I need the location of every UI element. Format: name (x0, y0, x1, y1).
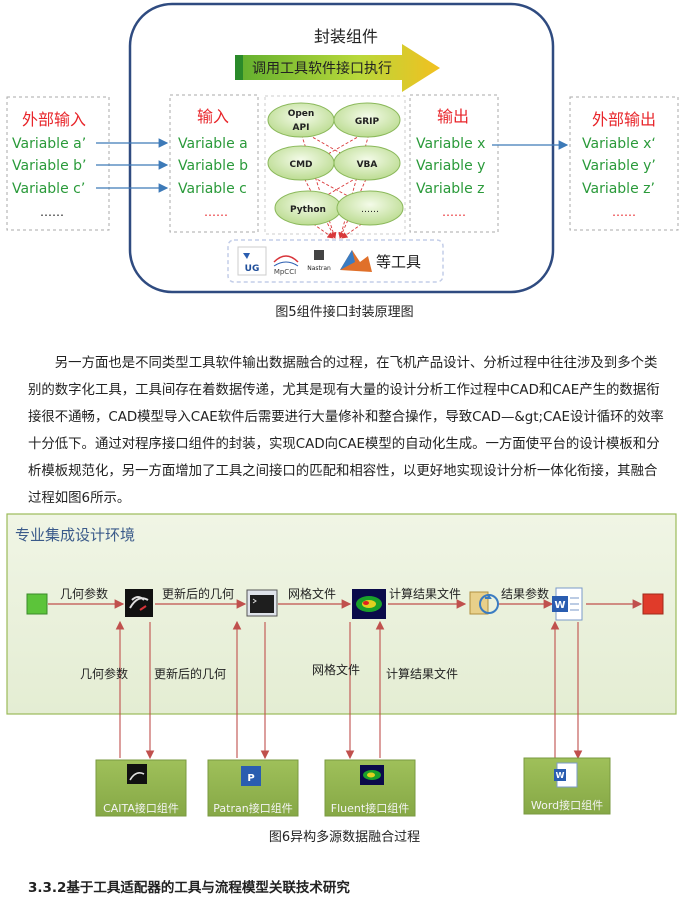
word-component: W Word接口组件 (523, 757, 611, 815)
svg-text:P: P (247, 773, 254, 784)
tools-etc-label: 等工具 (376, 253, 421, 271)
ext-output-var-y: Variable y’ (582, 158, 656, 174)
external-output-box (569, 96, 679, 231)
ext-input-var-c: Variable c’ (12, 181, 85, 197)
flow-label-result-file: 计算结果文件 (389, 586, 461, 601)
figure6-caption: 图6异构多源数据融合过程 (268, 830, 421, 845)
converter-icon (469, 591, 499, 615)
ext-input-var-b: Variable b’ (12, 158, 86, 174)
flow-label-mesh-file: 网格文件 (288, 586, 336, 601)
oval-grip (333, 102, 401, 138)
word-doc-icon: W (552, 587, 583, 621)
env-title: 专业集成设计环境 (15, 526, 135, 544)
output-ellipsis: …… (442, 205, 466, 219)
mpcci-label: MpCCI (274, 268, 296, 276)
oval-vba-label: VBA (357, 160, 378, 170)
ext-input-var-a: Variable a’ (12, 136, 86, 152)
input-var-c: Variable c (178, 181, 247, 197)
external-input-box (6, 96, 110, 231)
input-ellipsis: …… (204, 205, 228, 219)
input-box (169, 94, 259, 233)
input-title: 输入 (197, 107, 229, 126)
catia-component: CAITA接口组件 (95, 759, 187, 817)
input-var-b: Variable b (178, 158, 248, 174)
flow-label-geometry-params: 几何参数 (60, 586, 108, 601)
external-output-title: 外部输出 (592, 110, 656, 129)
catia-icon (125, 589, 153, 617)
output-box (409, 94, 499, 233)
flow-label-updated-geometry: 更新后的几何 (162, 586, 234, 601)
oval-vba (333, 145, 401, 181)
nastran-icon: Nastran (306, 247, 332, 275)
end-node (642, 593, 664, 615)
call-interface-arrow (235, 44, 440, 92)
output-title: 输出 (437, 107, 469, 126)
catia-component-label: CAITA接口组件 (103, 801, 179, 815)
ug-icon: UG (237, 246, 267, 276)
figure5-diagram: 封装组件 调用工具软件接口执行 外部输入 输入 输出 外部输出 Variable… (6, 2, 679, 294)
vlabel-geometry-params: 几何参数 (80, 666, 128, 681)
patran-component-label: Patran接口组件 (213, 801, 292, 815)
fluent-component: Fluent接口组件 (324, 759, 416, 817)
oval-cmd-label: CMD (289, 160, 312, 170)
ext-input-ellipsis: …… (40, 205, 64, 219)
container-title: 封装组件 (314, 27, 378, 46)
figure5-caption: 图5组件接口封装原理图 (275, 305, 414, 320)
vlabel-updated-geometry: 更新后的几何 (154, 666, 226, 681)
patran-terminal-icon (246, 589, 278, 617)
ext-output-var-x: Variable x‘ (582, 136, 656, 152)
oval-more (336, 190, 404, 226)
word-component-label: Word接口组件 (531, 798, 603, 812)
figure6-diagram: 专业集成设计环境 几何参数 更新后的几何 网格文件 计算结果文件 结果参数 (6, 513, 677, 817)
output-var-y: Variable y (416, 158, 485, 174)
start-node (26, 593, 48, 615)
patran-component: P Patran接口组件 (207, 759, 299, 817)
section-heading: 3.3.2基于工具适配器的工具与流程模型关联技术研究 (28, 880, 350, 896)
oval-python-label: Python (290, 205, 326, 215)
output-var-z: Variable z (416, 181, 484, 197)
oval-more-label: …… (361, 205, 379, 215)
external-input-title: 外部输入 (22, 110, 86, 129)
body-paragraph: 另一方面也是不同类型工具软件输出数据融合的过程，在飞机产品设计、分析过程中往往涉… (28, 356, 664, 506)
vlabel-result-file: 计算结果文件 (386, 666, 458, 681)
svg-text:W: W (554, 600, 565, 611)
mpcci-icon: MpCCI (270, 247, 300, 276)
output-var-x: Variable x (416, 136, 485, 152)
matlab-icon (340, 250, 372, 272)
nastran-label: Nastran (307, 265, 331, 272)
oval-open-api-label-1: Open (288, 109, 315, 119)
fluent-icon (352, 589, 386, 619)
vlabel-mesh-file: 网格文件 (312, 662, 360, 677)
flow-label-result-params: 结果参数 (501, 586, 549, 601)
svg-text:W: W (556, 771, 565, 780)
fluent-component-label: Fluent接口组件 (331, 801, 409, 815)
oval-open-api-label-2: API (293, 123, 310, 133)
input-var-a: Variable a (178, 136, 248, 152)
ug-label: UG (245, 264, 260, 274)
ext-output-ellipsis: …… (612, 205, 636, 219)
oval-grip-label: GRIP (355, 117, 380, 127)
call-interface-label: 调用工具软件接口执行 (252, 60, 392, 77)
ext-output-var-z: Variable z’ (582, 181, 655, 197)
